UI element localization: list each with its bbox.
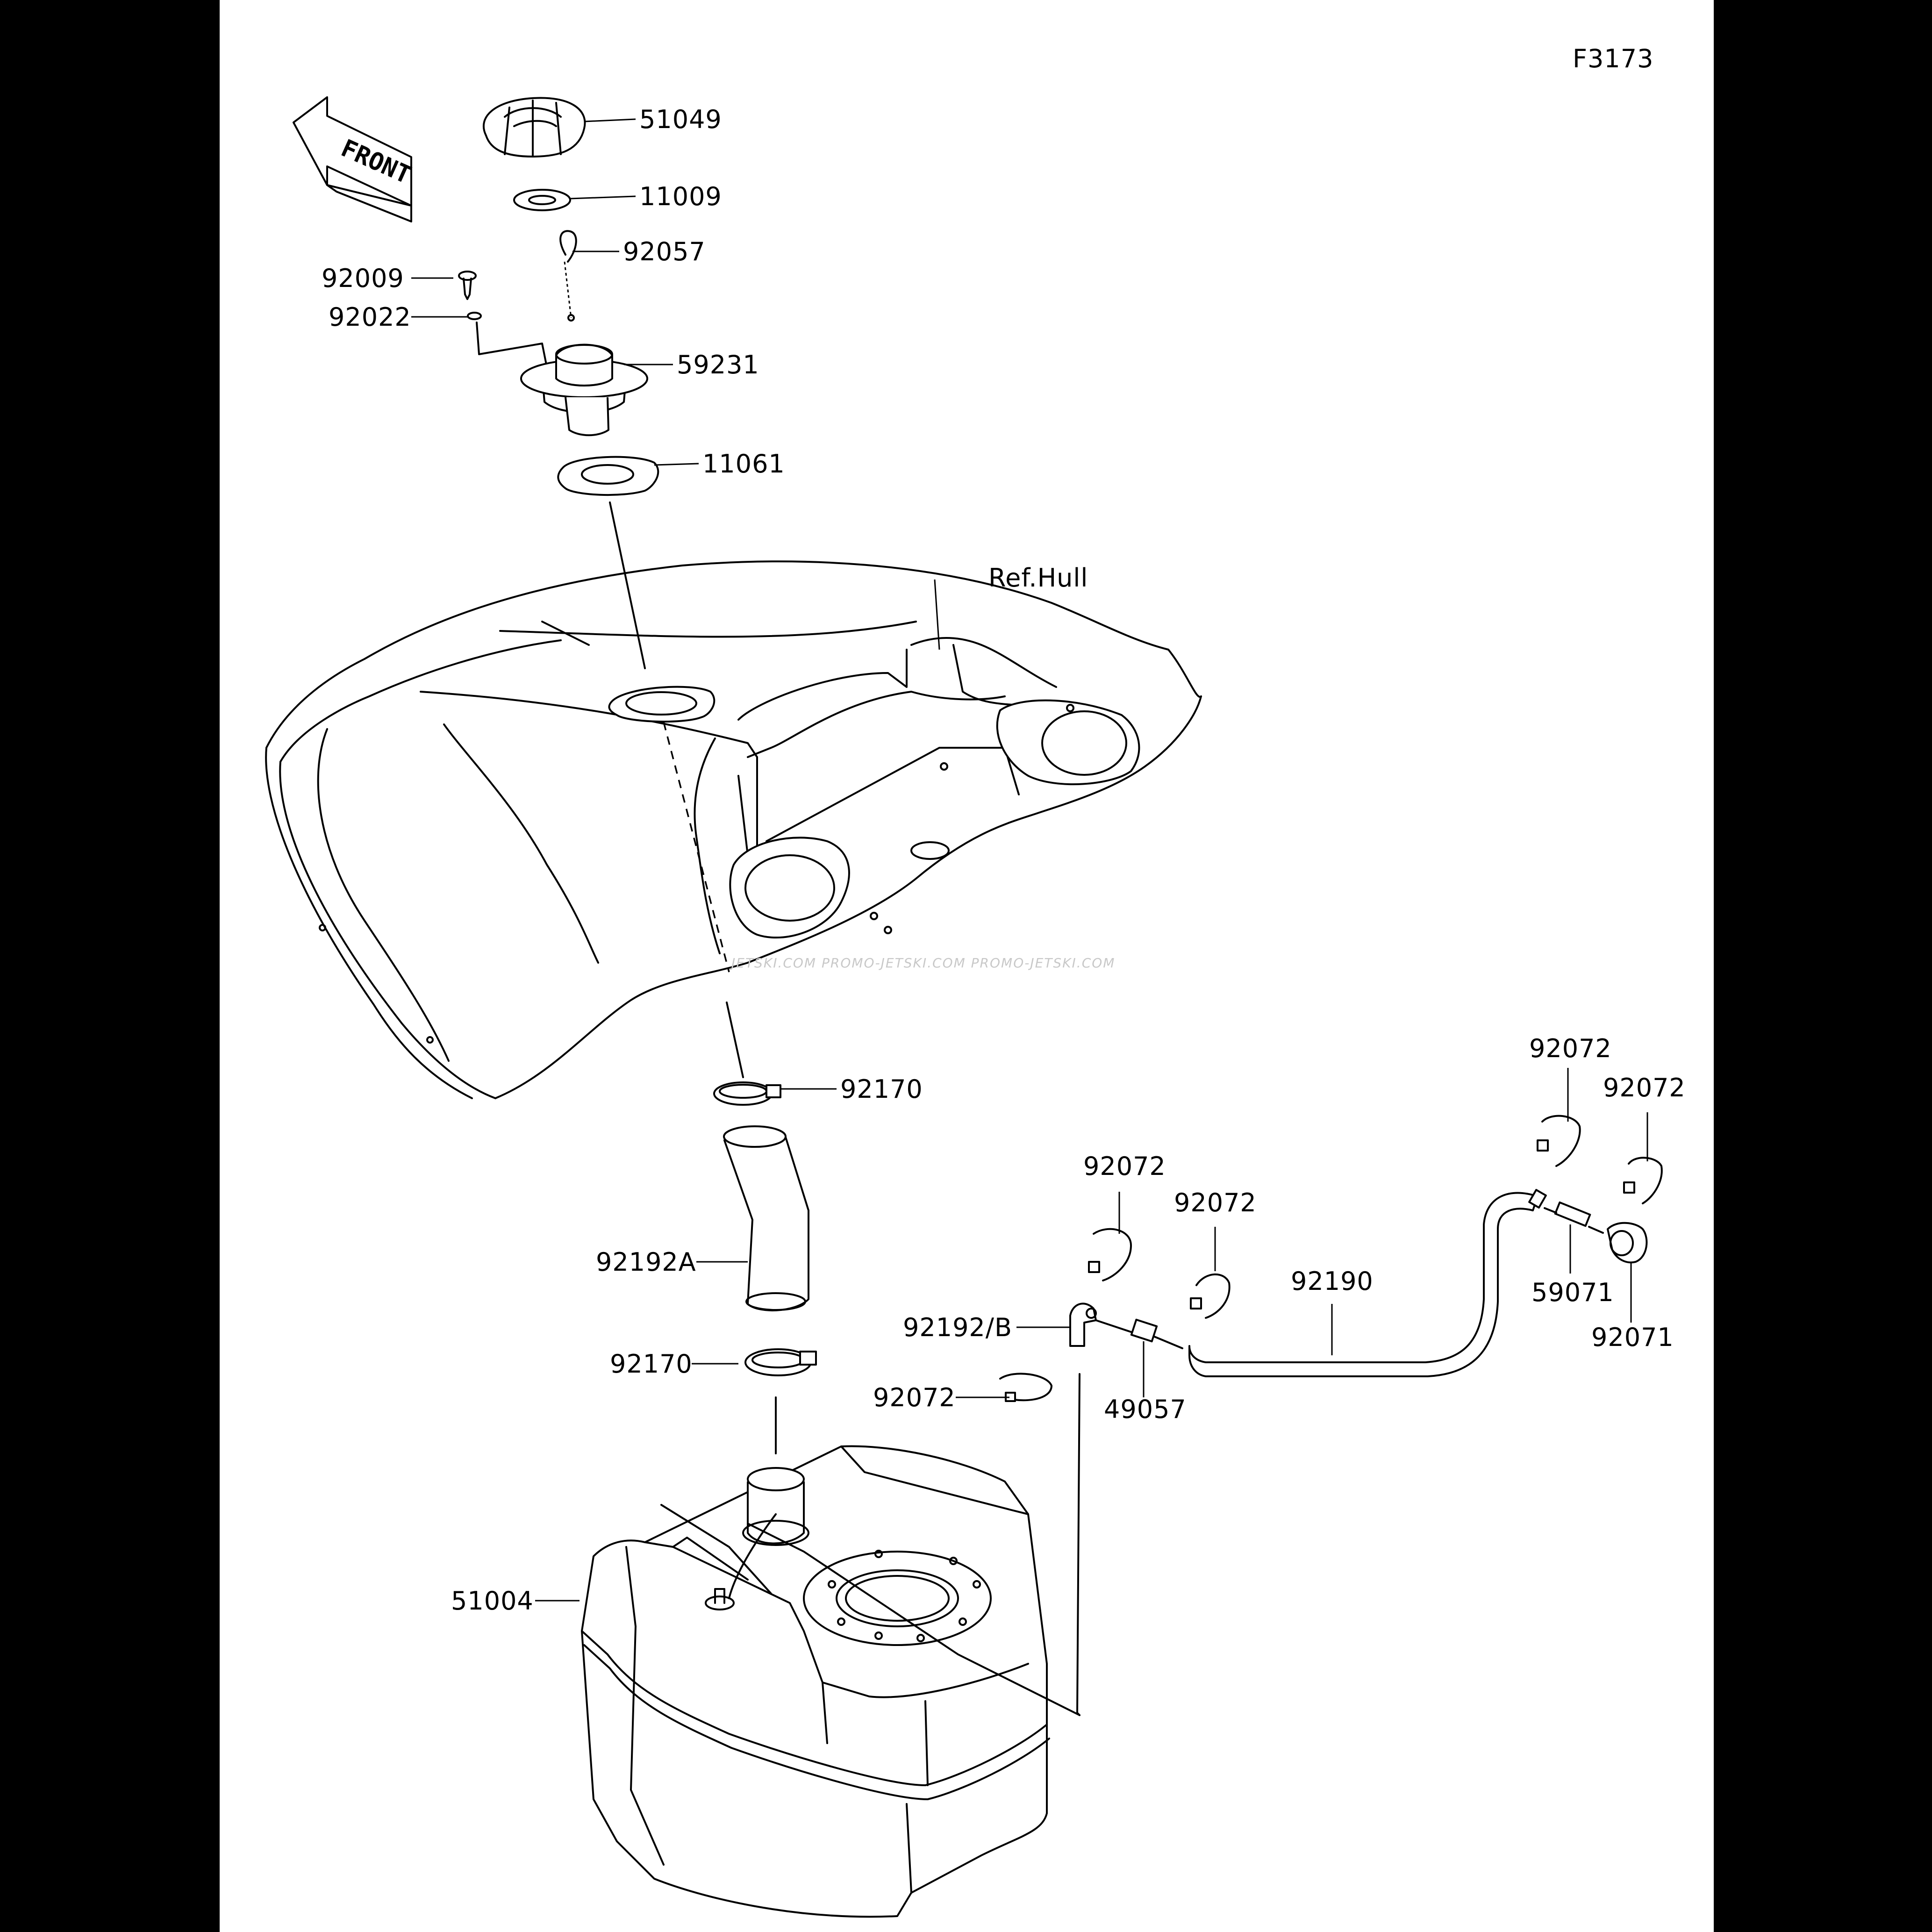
fill-axis-dashed-line — [663, 722, 730, 973]
callout-label: 59071 — [1531, 1278, 1614, 1307]
callout-label: 49057 — [1104, 1395, 1187, 1424]
callout-label: 92192/B — [903, 1313, 1012, 1342]
clip-tab-4 — [1537, 1139, 1549, 1152]
gasket-ring-part — [513, 189, 571, 211]
gasket-leader-line — [609, 501, 646, 669]
clip-tab-2 — [1088, 1261, 1100, 1273]
filler-neck-part — [520, 343, 648, 436]
clip-part-4 — [1541, 1115, 1581, 1167]
callout-label: 59231 — [677, 350, 759, 379]
check-valve-part — [1095, 1318, 1183, 1349]
front-arrow-icon: FRONT — [293, 96, 415, 222]
callout-leaders — [411, 118, 1648, 1602]
callout-label: 92170 — [610, 1349, 693, 1379]
callout-label: 92072 — [1174, 1188, 1257, 1217]
clip-part-3 — [1195, 1273, 1231, 1319]
callout-label: 92192A — [596, 1247, 696, 1277]
callout-label: 92190 — [1291, 1267, 1374, 1296]
hose-clamp-lower-part — [744, 1348, 817, 1376]
callout-label: 92072 — [1083, 1152, 1166, 1181]
callout-label: 11061 — [702, 449, 785, 479]
callout-label: 92072 — [873, 1383, 956, 1412]
clip-tab-5 — [1623, 1181, 1635, 1194]
vent-hose-leader-line — [1076, 1373, 1080, 1716]
breather-cap-part — [1607, 1222, 1648, 1264]
clip-part-1 — [999, 1373, 1052, 1402]
callout-label: 51049 — [639, 105, 722, 134]
washer-leader-line — [476, 322, 550, 379]
callout-label: 92071 — [1591, 1323, 1674, 1352]
watermark-text: JETSKI.COM PROMO-JETSKI.COM PROMO-JETSKI… — [729, 955, 1115, 971]
screw-part — [458, 271, 477, 300]
washer-part — [467, 312, 482, 320]
clip-part-2 — [1093, 1228, 1132, 1281]
clip-part-5 — [1628, 1157, 1663, 1204]
callout-label: 92170 — [840, 1074, 923, 1104]
figure-code: F3173 — [1573, 44, 1654, 73]
parts-diagram: FRONT — [265, 44, 1686, 1918]
chain-part — [559, 230, 577, 322]
fuel-cap-part — [483, 97, 586, 157]
breather-hose-part — [1188, 1189, 1547, 1377]
callout-label: 11009 — [639, 182, 722, 211]
callout-label: 92072 — [1529, 1034, 1612, 1063]
clamp-leader-line — [726, 1002, 744, 1078]
callout-label: 51004 — [451, 1586, 534, 1616]
callout-label: 92072 — [1603, 1073, 1686, 1102]
fuel-tank-part — [581, 1445, 1080, 1918]
diagram-sheet: FRONT — [220, 0, 1714, 1932]
gasket-plate-part — [557, 456, 659, 496]
filler-hose-part — [723, 1125, 809, 1311]
ref-hull-label: Ref.Hull — [988, 563, 1088, 593]
clip-tab-3 — [1190, 1297, 1202, 1309]
hose-clamp-upper-part — [713, 1081, 781, 1106]
vent-hose-b-part — [1069, 1302, 1097, 1347]
callout-label: 92022 — [329, 302, 411, 332]
hull-outline — [265, 560, 1202, 1099]
callout-label: 92009 — [322, 264, 404, 293]
connector-part — [1544, 1201, 1604, 1234]
callout-label: 92057 — [623, 237, 706, 266]
